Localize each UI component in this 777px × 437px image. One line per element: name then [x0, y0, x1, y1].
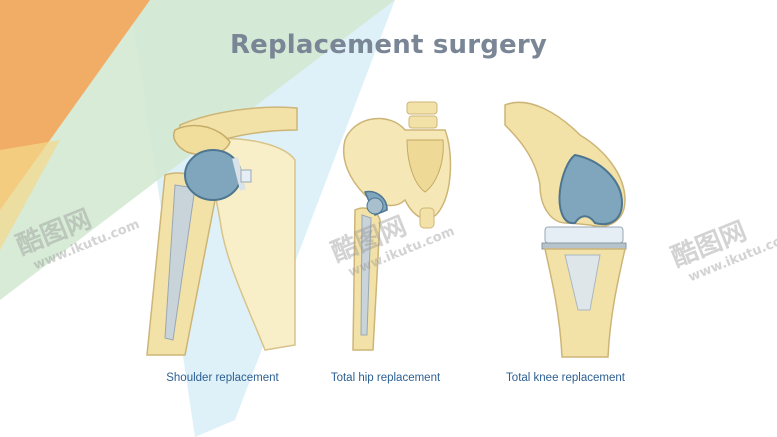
hip-ball: [366, 197, 384, 215]
caption-knee: Total knee replacement: [506, 372, 625, 384]
sacrum: [406, 139, 444, 193]
page-title: Replacement surgery: [229, 30, 548, 60]
knee-liner: [544, 226, 624, 244]
knee-femoral-implant: [558, 153, 624, 225]
caption-shoulder: Shoulder replacement: [166, 372, 279, 384]
hip-illustration: [343, 101, 452, 351]
knee-tibial-tray: [541, 242, 627, 250]
vertebra: [406, 101, 438, 115]
shoulder-illustration: [146, 106, 298, 356]
ray-yellow: [0, 140, 60, 250]
shoulder-implant-head: [184, 149, 242, 201]
knee-illustration: [504, 101, 627, 358]
caption-hip: Total hip replacement: [330, 372, 441, 384]
hip-stem: [360, 214, 372, 336]
